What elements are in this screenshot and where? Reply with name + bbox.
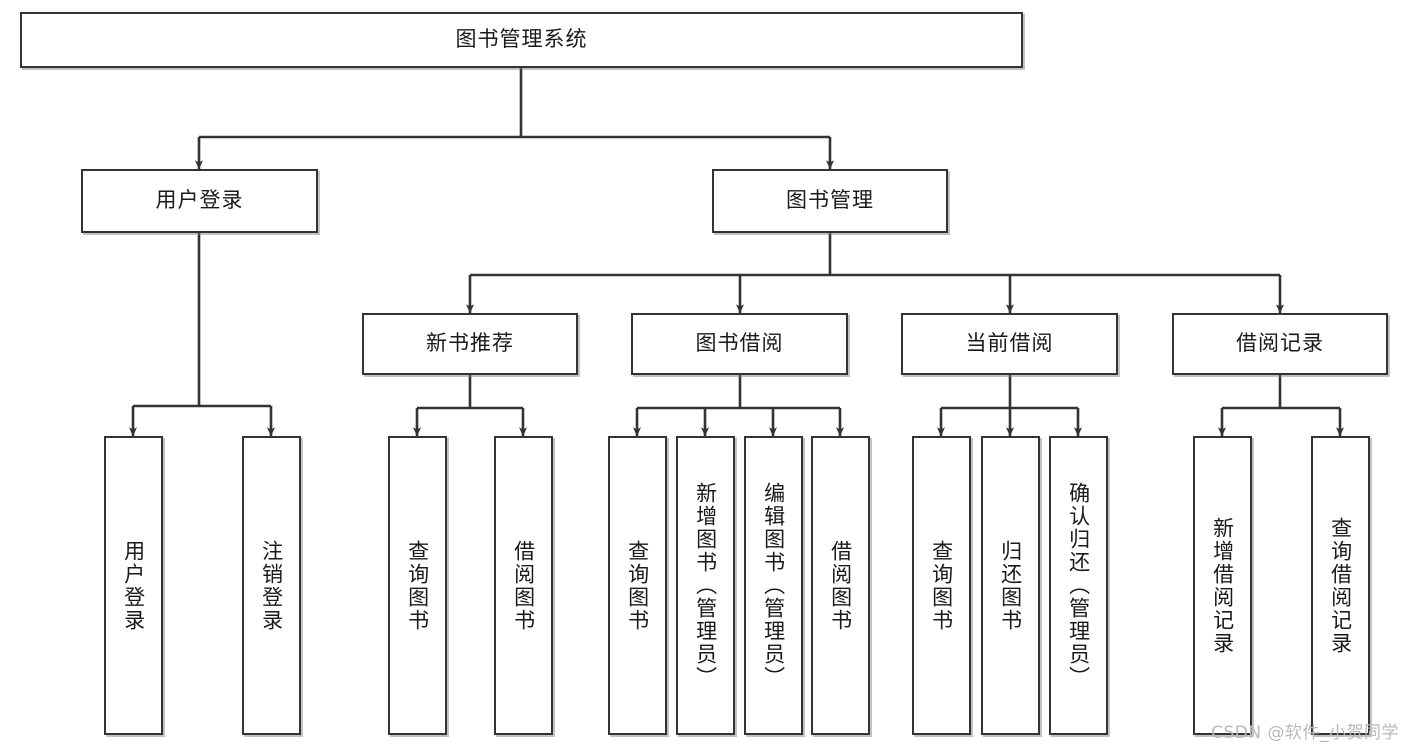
leaf-new-book-query[interactable]: 查询图书 bbox=[388, 436, 447, 735]
node-label: 归还图书 bbox=[998, 539, 1023, 632]
node-current-borrow[interactable]: 当前借阅 bbox=[901, 313, 1118, 375]
leaf-new-book-borrow[interactable]: 借阅图书 bbox=[494, 436, 553, 735]
leaf-book-borrow-add[interactable]: 新增图书（管理员） bbox=[676, 436, 735, 735]
node-label: 借阅记录 bbox=[1236, 331, 1324, 356]
node-borrow-record[interactable]: 借阅记录 bbox=[1172, 313, 1388, 375]
node-label: 当前借阅 bbox=[965, 331, 1054, 356]
leaf-current-borrow-query[interactable]: 查询图书 bbox=[912, 436, 971, 735]
leaf-book-borrow-query[interactable]: 查询图书 bbox=[608, 436, 667, 735]
node-book-management[interactable]: 图书管理 bbox=[712, 169, 948, 233]
leaf-borrow-record-query[interactable]: 查询借阅记录 bbox=[1311, 436, 1370, 735]
node-label: 借阅图书 bbox=[828, 539, 853, 632]
node-root-system[interactable]: 图书管理系统 bbox=[20, 12, 1023, 68]
node-label: 图书管理 bbox=[786, 188, 874, 213]
watermark: CSDN @软件_小贺同学 bbox=[1211, 723, 1399, 743]
node-label: 新增图书（管理员） bbox=[693, 482, 718, 689]
node-user-login[interactable]: 用户登录 bbox=[81, 169, 318, 233]
node-label: 新书推荐 bbox=[426, 331, 514, 356]
node-new-book-recommend[interactable]: 新书推荐 bbox=[362, 313, 578, 375]
node-label: 注销登录 bbox=[259, 539, 284, 632]
leaf-user-login-signin[interactable]: 用户登录 bbox=[104, 436, 163, 735]
leaf-book-borrow-edit[interactable]: 编辑图书（管理员） bbox=[744, 436, 803, 735]
node-label: 查询图书 bbox=[405, 539, 430, 632]
node-label: 图书管理系统 bbox=[455, 27, 588, 52]
node-label: 图书借阅 bbox=[695, 331, 784, 356]
leaf-user-login-signout[interactable]: 注销登录 bbox=[242, 436, 301, 735]
node-label: 查询图书 bbox=[929, 539, 954, 632]
node-book-borrow[interactable]: 图书借阅 bbox=[631, 313, 848, 375]
node-label: 查询图书 bbox=[625, 539, 650, 632]
node-label: 用户登录 bbox=[155, 188, 244, 213]
node-label: 新增借阅记录 bbox=[1210, 516, 1235, 655]
node-label: 借阅图书 bbox=[511, 539, 536, 632]
leaf-current-borrow-confirm-return[interactable]: 确认归还（管理员） bbox=[1049, 436, 1108, 735]
node-label: 确认归还（管理员） bbox=[1066, 482, 1091, 689]
node-label: 查询借阅记录 bbox=[1328, 516, 1353, 655]
node-label: 用户登录 bbox=[121, 539, 146, 632]
leaf-book-borrow-lend[interactable]: 借阅图书 bbox=[811, 436, 870, 735]
leaf-borrow-record-add[interactable]: 新增借阅记录 bbox=[1193, 436, 1252, 735]
leaf-current-borrow-return[interactable]: 归还图书 bbox=[981, 436, 1040, 735]
node-label: 编辑图书（管理员） bbox=[761, 482, 786, 689]
